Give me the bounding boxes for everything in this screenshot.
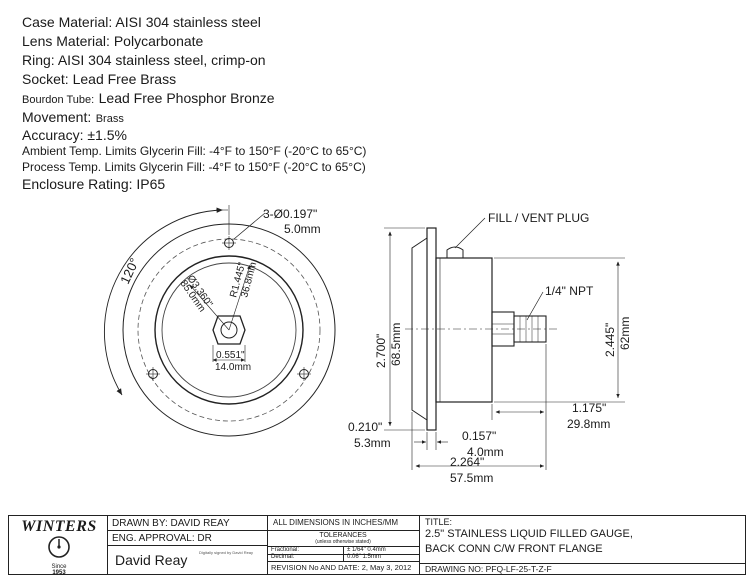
title-line-2: BACK CONN C/W FRONT FLANGE <box>425 543 603 555</box>
flange-thick-dim-mm: 5.3mm <box>354 436 391 450</box>
drawing-number: DRAWING NO: PFQ-LF-25-T-Z-F <box>425 564 552 574</box>
spec-bourdon-tube: Bourdon Tube: Lead Free Phosphor Bronze <box>22 90 275 106</box>
side-view <box>384 217 625 470</box>
case-dia-dim-in: 2.445" <box>603 323 617 357</box>
spec-lens-material: Lens Material: Polycarbonate <box>22 33 204 49</box>
tolerances-subheading: (unless otherwise stated) <box>315 539 371 545</box>
stem-dim-in: 1.175" <box>572 401 606 415</box>
overall-dim-mm: 57.5mm <box>450 471 493 485</box>
front-view <box>104 205 336 437</box>
gauge-logo-icon <box>48 536 70 558</box>
gap-dim-in: 0.157" <box>462 429 496 443</box>
fractional-label: Fractional: <box>271 547 300 553</box>
spec-process-temp: Process Temp. Limits Glycerin Fill: -4°F… <box>22 160 366 174</box>
title-label: TITLE: <box>425 517 453 527</box>
fractional-value: ± 1/64" 0.4mm <box>347 547 386 553</box>
winters-logo: WINTERS Since 1953 <box>21 518 97 576</box>
drawn-by: DRAWN BY: DAVID REAY <box>112 518 230 529</box>
decimal-value: 0.06" 1.5mm <box>347 554 381 560</box>
flange-height-dim-mm: 68.5mm <box>389 323 403 366</box>
angle-dim: 120° <box>117 256 142 287</box>
spec-case-material: Case Material: AISI 304 stainless steel <box>22 14 261 30</box>
flange-thick-dim-in: 0.210" <box>348 420 382 434</box>
gap-dim-mm: 4.0mm <box>467 445 504 459</box>
spec-ambient-temp: Ambient Temp. Limits Glycerin Fill: -4°F… <box>22 144 367 158</box>
holes-dim-in: 3-Ø0.197" <box>263 207 317 221</box>
case-dia-dim-mm: 62mm <box>618 317 632 350</box>
spec-ring: Ring: AISI 304 stainless steel, crimp-on <box>22 52 266 68</box>
hex-dim-mm: 14.0mm <box>215 362 251 373</box>
tolerances-heading: TOLERANCES <box>319 532 367 539</box>
revision-info: REVISION No AND DATE: 2, May 3, 2012 <box>271 563 412 572</box>
fill-vent-plug-label: FILL / VENT PLUG <box>488 211 589 225</box>
spec-movement: Movement: Brass <box>22 109 124 125</box>
title-line-1: 2.5" STAINLESS LIQUID FILLED GAUGE, <box>425 528 633 540</box>
signature-note: Digitally signed by David Reay <box>199 550 254 555</box>
flange-height-dim-in: 2.700" <box>374 334 388 368</box>
technical-drawing: 3-Ø0.197" 5.0mm 120° Ø3.360" 85.0mm R1.4… <box>104 205 632 485</box>
stem-dim-mm: 29.8mm <box>567 417 610 431</box>
overall-dim-in: 2.264" <box>450 455 484 469</box>
eng-approval: ENG. APPROVAL: DR <box>112 533 212 544</box>
title-block: WINTERS Since 1953 DRAWN BY: DAVID REAY … <box>8 515 746 576</box>
holes-dim-mm: 5.0mm <box>284 222 321 236</box>
spec-socket: Socket: Lead Free Brass <box>22 71 177 87</box>
dimensions-note: ALL DIMENSIONS IN INCHES/MM <box>273 518 399 527</box>
npt-label: 1/4" NPT <box>545 284 594 298</box>
signature: David Reay <box>115 552 188 568</box>
spec-enclosure-rating: Enclosure Rating: IP65 <box>22 176 166 192</box>
hex-dim-in: 0.551" <box>216 350 245 361</box>
spec-accuracy: Accuracy: ±1.5% <box>22 127 127 143</box>
decimal-label: Decimal: <box>271 554 295 560</box>
